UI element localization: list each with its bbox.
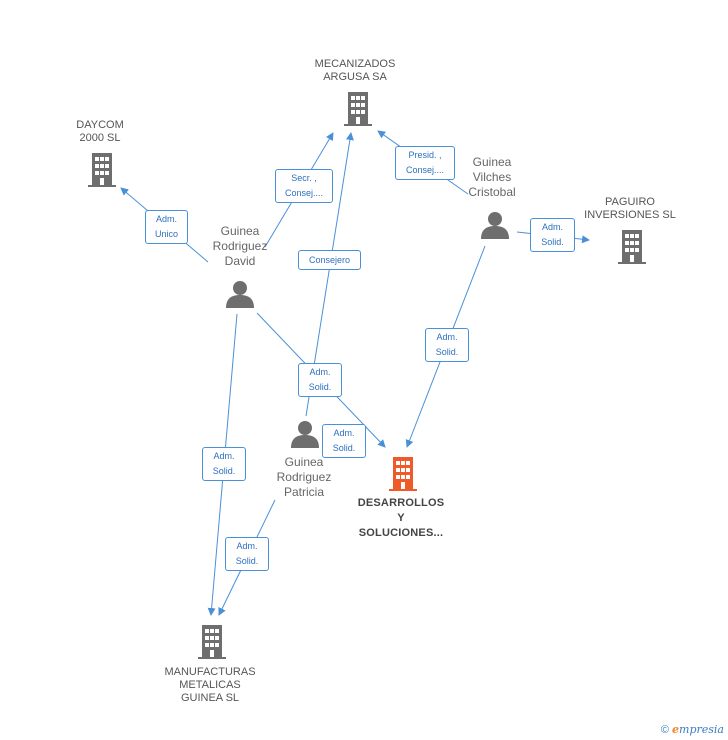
manufacturas-building-icon[interactable] [198, 625, 226, 664]
edge-label-patricia-mecanizados[interactable]: Consejero [298, 250, 361, 270]
david-person-icon[interactable] [226, 280, 254, 313]
desarrollos-label[interactable]: DESARROLLOS Y SOLUCIONES... [357, 497, 445, 539]
paguiro-building-icon[interactable] [618, 230, 646, 269]
manufacturas-label[interactable]: MANUFACTURAS METALICAS GUINEA SL [164, 666, 256, 704]
edge-label-cristobal-desarrollos[interactable]: Adm. Solid. [425, 328, 469, 362]
patricia-person-icon[interactable] [291, 420, 319, 453]
edge-label-david-desarrollos[interactable]: Adm. Solid. [298, 363, 342, 397]
edge-label-patricia-manufacturas[interactable]: Adm. Solid. [225, 537, 269, 571]
edge-label-david-daycom[interactable]: Adm. Unico [145, 210, 188, 244]
edge-label-david-manufacturas[interactable]: Adm. Solid. [202, 447, 246, 481]
edge-label-david-mecanizados[interactable]: Secr. , Consej.... [275, 169, 333, 203]
edge-label-cristobal-mecanizados[interactable]: Presid. , Consej.... [395, 146, 455, 180]
mecanizados-label[interactable]: MECANIZADOS ARGUSA SA [314, 58, 396, 83]
footer-credit[interactable]: © empresia [661, 723, 724, 736]
mecanizados-building-icon[interactable] [344, 92, 372, 131]
copyright-symbol: © [660, 724, 669, 736]
edge-label-cristobal-paguiro[interactable]: Adm. Solid. [530, 218, 575, 252]
empresia-logo[interactable]: empresia [672, 723, 724, 736]
desarrollos-building-icon[interactable] [389, 457, 417, 496]
edge-label-patricia-desarrollos[interactable]: Adm. Solid. [322, 424, 366, 458]
david-label[interactable]: Guinea Rodriguez David [212, 224, 268, 268]
edges [120, 130, 590, 616]
daycom-building-icon[interactable] [88, 153, 116, 192]
daycom-label[interactable]: DAYCOM 2000 SL [76, 119, 124, 144]
cristobal-person-icon[interactable] [481, 211, 509, 244]
cristobal-label[interactable]: Guinea Vilches Cristobal [468, 155, 516, 199]
patricia-label[interactable]: Guinea Rodriguez Patricia [276, 455, 332, 499]
paguiro-label[interactable]: PAGUIRO INVERSIONES SL [584, 196, 676, 221]
